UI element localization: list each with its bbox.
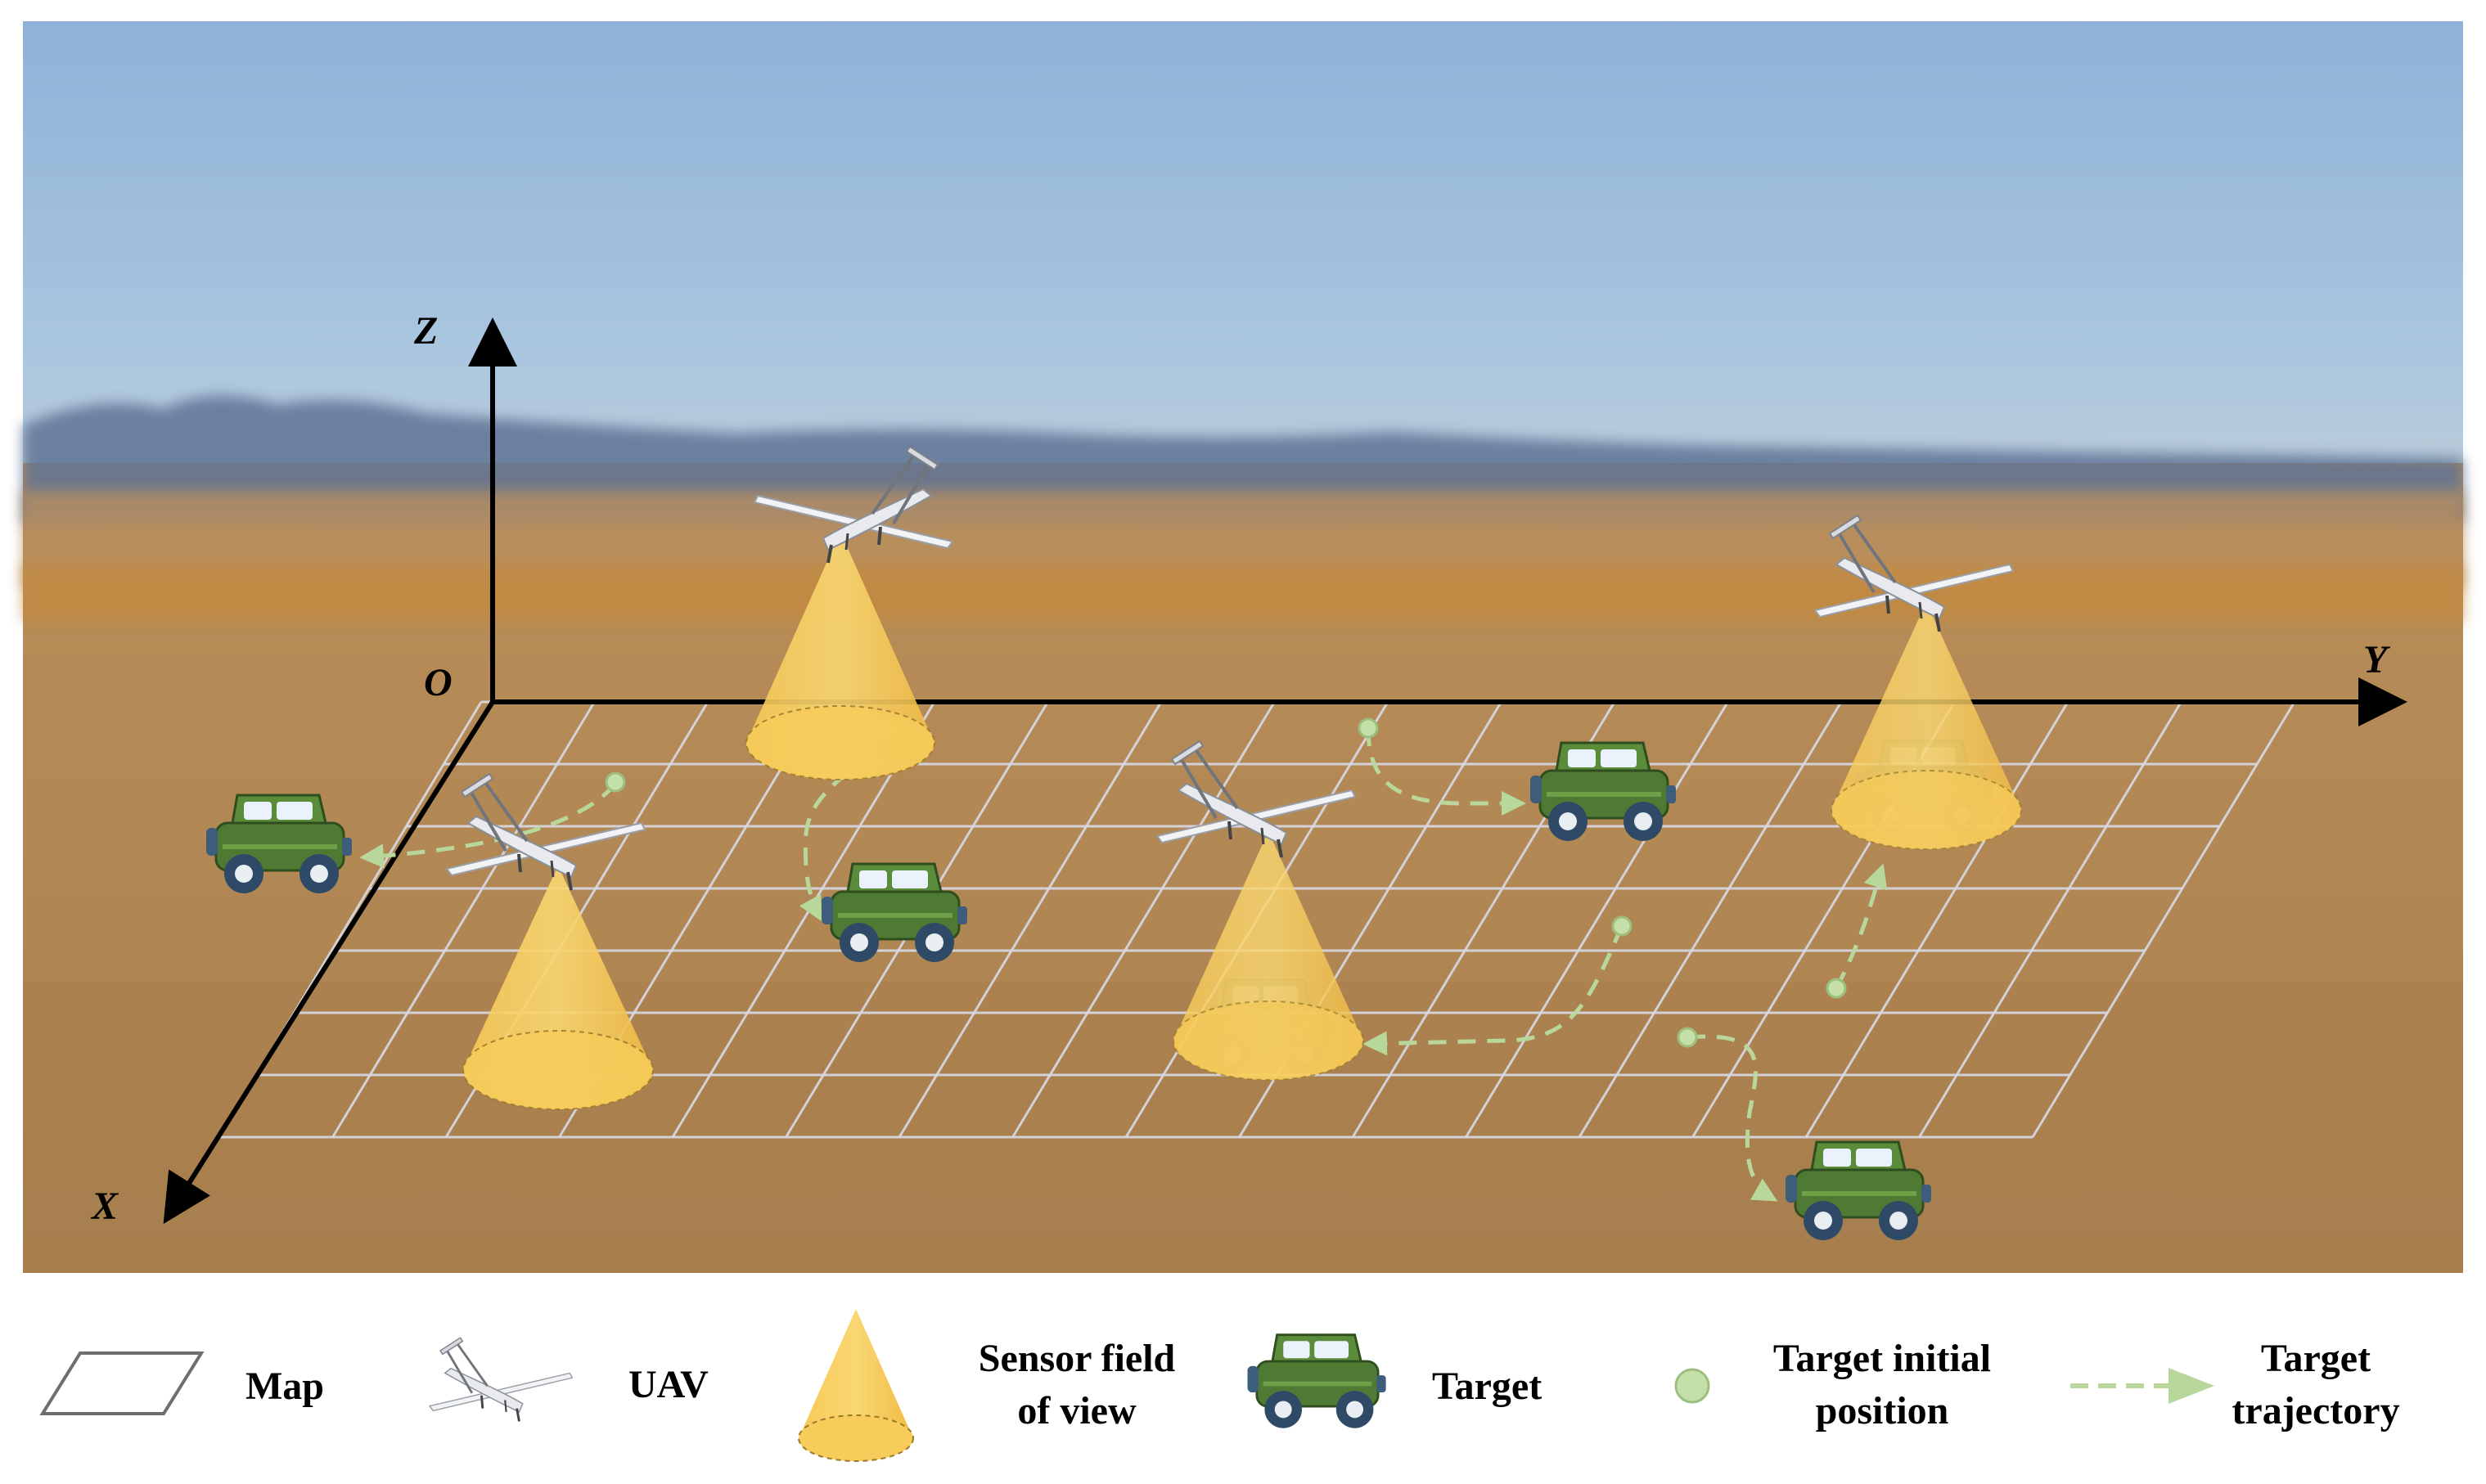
initial-position-marker [1358, 717, 1379, 739]
uav-icon [428, 1336, 574, 1423]
coordinate-axes: Z Y X O [90, 309, 2407, 1228]
trajectory-path [1362, 925, 1624, 1056]
sensor-fields [462, 532, 2022, 1110]
initial-position-marker [1677, 1027, 1698, 1048]
trajectory-path [1366, 727, 1526, 816]
grid-line [1918, 701, 2182, 1138]
grid-line [1011, 701, 1276, 1138]
grid-line [1578, 701, 1843, 1138]
background-landscape [23, 21, 2463, 1273]
origin-label: O [424, 661, 453, 704]
cone-icon [798, 1309, 914, 1462]
y-axis-label: Y [2363, 638, 2390, 681]
legend-trajectory-line2: trajectory [2232, 1389, 2399, 1432]
trajectory-arrow-icon [2168, 1368, 2214, 1404]
legend-map-label: Map [245, 1365, 324, 1408]
grid-line [1804, 701, 2069, 1138]
legend-initial-line1: Target initial [1773, 1337, 1991, 1380]
trajectory-path [1687, 1034, 1778, 1202]
x-axis-label: X [90, 1185, 119, 1228]
grid-line [1465, 701, 1729, 1138]
x-axis [163, 700, 495, 1225]
legend-sensor-line2: of view [1017, 1389, 1137, 1432]
grid-line [898, 701, 1163, 1138]
target-icon [1246, 1333, 1388, 1430]
map-icon [39, 1351, 205, 1415]
legend: Map UAV Sensor field of view Target Targ… [39, 1309, 2400, 1462]
initial-position-marker [1611, 915, 1633, 937]
trajectory-path [1834, 863, 1888, 990]
z-axis-label: Z [413, 309, 438, 353]
legend-trajectory-line1: Target [2261, 1337, 2371, 1380]
sensor-cone [1831, 602, 2022, 850]
legend-target-label: Target [1432, 1365, 1542, 1408]
legend-uav-label: UAV [628, 1363, 709, 1406]
sensor-cone [745, 532, 935, 780]
legend-sensor-line1: Sensor field [979, 1337, 1176, 1380]
legend-initial-line2: position [1816, 1389, 1949, 1432]
sensor-cone [462, 866, 654, 1110]
grid-line [331, 701, 596, 1138]
initial-position-icon [1674, 1368, 1710, 1404]
initial-position-marker [605, 771, 626, 793]
initial-position-marker [1826, 978, 1847, 999]
sensor-cone [1173, 831, 1364, 1081]
grid-line [2031, 701, 2296, 1138]
